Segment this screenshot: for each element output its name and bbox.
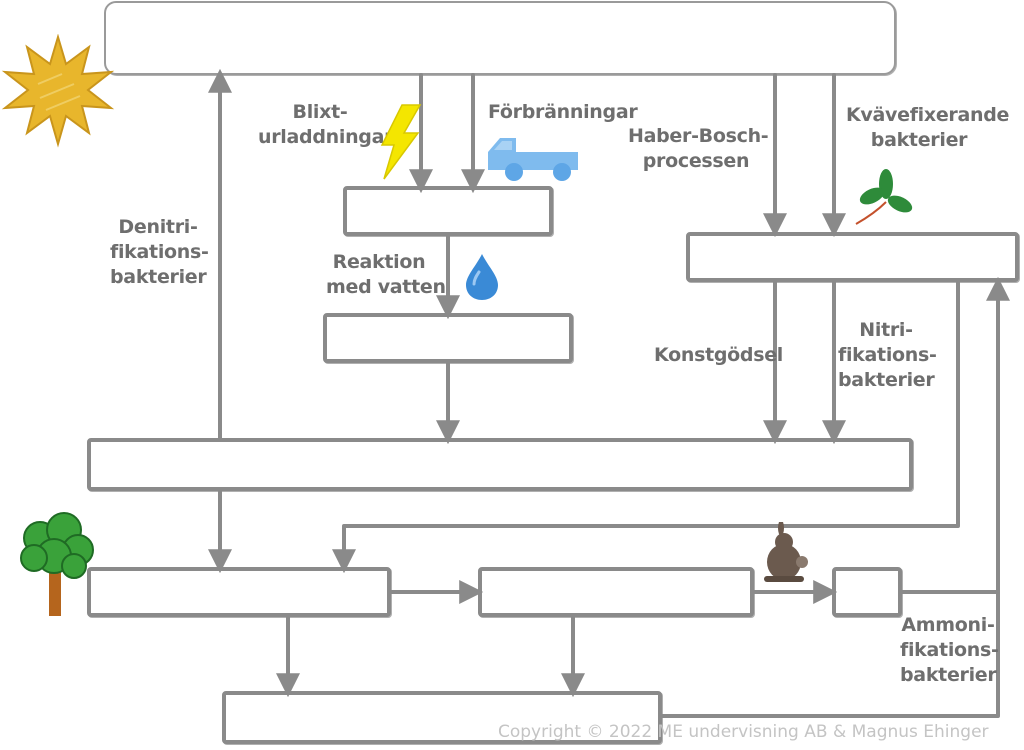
label-combustion: Förbränningar [488, 101, 638, 123]
tree-icon [20, 512, 94, 616]
plants-box [87, 567, 391, 617]
label-fertilizer: Konstgödsel [654, 344, 784, 366]
label-ammonification: Ammoni- fikations- bakterier [900, 614, 999, 686]
arrow-ammonification-up [660, 276, 1010, 718]
rabbit-icon [764, 522, 808, 582]
water-drop-icon [466, 254, 498, 300]
label-nitrogen-fixing: Kvävefixerande bakterier [846, 104, 1010, 151]
truck-icon [488, 138, 578, 181]
nitrogen-oxides-box [343, 186, 553, 236]
waste-box [832, 567, 902, 617]
arrow-ammonia-to-plants [332, 280, 960, 574]
clover-icon [855, 169, 913, 225]
label-haber-bosch: Haber-Bosch- processen [628, 125, 769, 172]
label-denitrification: Denitri- fikations- bakterier [110, 216, 209, 288]
label-lightning: Blixt- urladdningar [258, 101, 394, 148]
label-reaction-water: Reaktion med vatten [326, 251, 446, 298]
lightning-icon [380, 104, 422, 180]
label-nitrification: Nitri- fikations- bakterier [838, 319, 937, 391]
sun-icon [1, 34, 115, 148]
atmosphere-box [104, 1, 896, 75]
copyright-text: Copyright © 2022 ME undervisning AB & Ma… [498, 722, 989, 742]
soil-nitrate-box [87, 438, 913, 491]
dead-matter-box [222, 691, 662, 744]
ammonia-box [686, 232, 1019, 282]
